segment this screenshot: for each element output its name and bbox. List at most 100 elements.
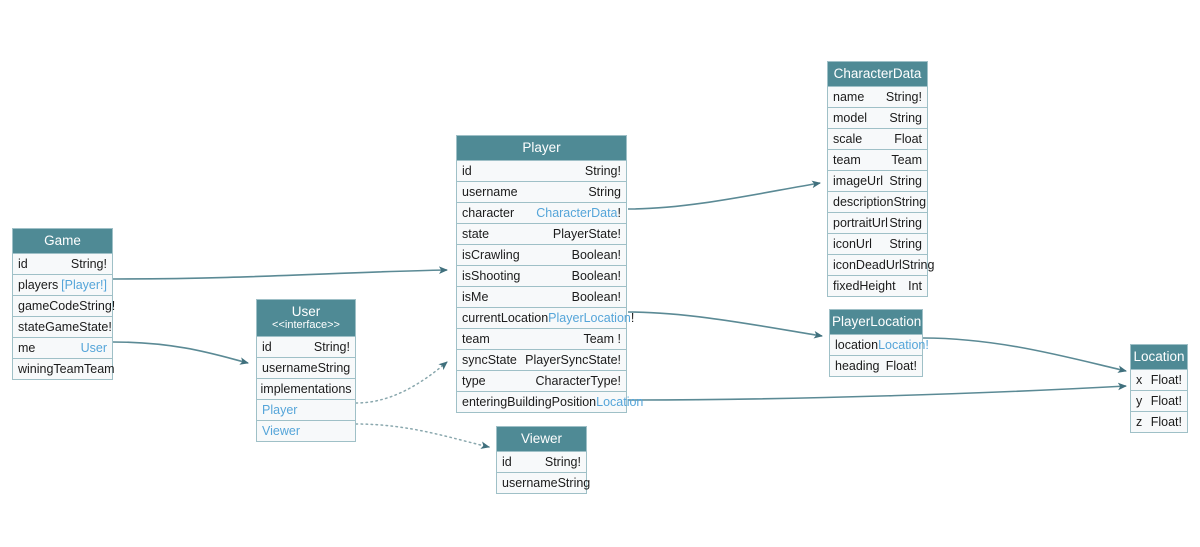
table-row[interactable]: username String — [457, 181, 626, 202]
table-row[interactable]: currentLocation PlayerLocation! — [457, 307, 634, 328]
table-row[interactable]: scale Float — [828, 128, 927, 149]
field-type: Float! — [1150, 373, 1182, 387]
entity-location[interactable]: Location x Float! y Float! z Float! — [1130, 344, 1188, 433]
table-row[interactable]: isCrawling Boolean! — [457, 244, 626, 265]
table-row[interactable]: id String! — [257, 336, 355, 357]
entity-player[interactable]: Player id String! username String charac… — [456, 135, 643, 413]
table-row[interactable]: username String — [497, 472, 590, 493]
field-name: imageUrl — [833, 174, 884, 188]
field-type: String — [557, 476, 591, 490]
table-row[interactable]: fixedHeight Int — [828, 275, 927, 296]
table-row[interactable]: id String! — [457, 160, 626, 181]
table-row[interactable]: team Team — [828, 149, 927, 170]
field-type-link[interactable]: PlayerLocation — [548, 311, 631, 325]
table-row[interactable]: y Float! — [1131, 390, 1187, 411]
field-type: Float — [894, 132, 922, 146]
table-row[interactable]: state GameState! — [13, 316, 112, 337]
entity-user-name: User — [291, 304, 321, 319]
field-name: y — [1136, 394, 1143, 408]
list-item[interactable]: Player — [257, 399, 355, 420]
field-name: portraitUrl — [833, 216, 888, 230]
entity-playerlocation[interactable]: PlayerLocation location Location! headin… — [829, 309, 929, 377]
field-type: String! — [885, 90, 922, 104]
entity-game[interactable]: Game id String! players [Player!] gameCo… — [12, 228, 116, 380]
field-name: enteringBuildingPosition — [462, 395, 597, 409]
table-row[interactable]: enteringBuildingPosition Location — [457, 391, 643, 412]
implementation-player[interactable]: Player — [262, 403, 298, 417]
table-row[interactable]: team Team ! — [457, 328, 626, 349]
entity-user[interactable]: User <<interface>> id String! username S… — [256, 299, 356, 442]
table-row[interactable]: me User — [13, 337, 112, 358]
table-row[interactable]: name String! — [828, 86, 927, 107]
entity-user-title: User <<interface>> — [257, 300, 355, 336]
field-type-link[interactable]: CharacterData — [536, 206, 618, 220]
table-row[interactable]: winingTeam Team — [13, 358, 115, 379]
field-type[interactable]: PlayerLocation! — [548, 308, 634, 328]
field-name: isShooting — [462, 269, 521, 283]
table-row[interactable]: character CharacterData! — [457, 202, 626, 223]
field-type: String — [889, 216, 922, 230]
list-item[interactable]: Viewer — [257, 420, 355, 441]
field-type-link[interactable]: [Player!] — [61, 278, 107, 292]
table-row[interactable]: imageUrl String — [828, 170, 927, 191]
field-name: iconUrl — [833, 237, 872, 251]
field-type: String! — [70, 257, 107, 271]
field-name: team — [462, 332, 490, 346]
field-name: id — [18, 257, 28, 271]
field-name: id — [262, 340, 272, 354]
entity-player-title: Player — [457, 136, 626, 160]
implementations-label: implementations — [260, 382, 352, 396]
table-row[interactable]: heading Float! — [830, 355, 922, 376]
field-type: Boolean! — [571, 248, 621, 262]
field-name: state — [18, 320, 46, 334]
entity-location-title: Location — [1131, 345, 1187, 369]
field-name: heading — [835, 359, 880, 373]
edge-game-me-to-user — [112, 341, 249, 365]
field-name: username — [502, 476, 558, 490]
table-row[interactable]: id String! — [497, 451, 586, 472]
field-type-link[interactable]: Location — [596, 395, 644, 409]
entity-viewer[interactable]: Viewer id String! username String — [496, 426, 590, 494]
table-row[interactable]: iconUrl String — [828, 233, 927, 254]
field-name: id — [502, 455, 512, 469]
field-name: team — [833, 153, 861, 167]
field-type: Float! — [1150, 415, 1182, 429]
table-row[interactable]: iconDeadUrl String — [828, 254, 934, 275]
field-type-link[interactable]: Location! — [878, 338, 929, 352]
field-name: z — [1136, 415, 1143, 429]
table-row[interactable]: portraitUrl String — [828, 212, 927, 233]
non-null-marker: ! — [617, 206, 621, 220]
table-row[interactable]: isMe Boolean! — [457, 286, 626, 307]
field-name: description — [833, 195, 894, 209]
field-type: String! — [544, 455, 581, 469]
field-type: String — [317, 361, 351, 375]
table-row[interactable]: location Location! — [830, 334, 929, 355]
field-name: me — [18, 341, 36, 355]
field-type: String! — [79, 299, 116, 313]
table-row[interactable]: isShooting Boolean! — [457, 265, 626, 286]
table-row[interactable]: description String — [828, 191, 927, 212]
table-row[interactable]: z Float! — [1131, 411, 1187, 432]
entity-user-stereotype: <<interface>> — [272, 319, 340, 331]
table-row[interactable]: state PlayerState! — [457, 223, 626, 244]
field-type: PlayerState! — [552, 227, 621, 241]
entity-characterdata[interactable]: CharacterData name String! model String … — [827, 61, 934, 297]
table-row[interactable]: username String — [257, 357, 355, 378]
table-row[interactable]: x Float! — [1131, 369, 1187, 390]
field-name: location — [835, 338, 879, 352]
table-row[interactable]: syncState PlayerSyncState! — [457, 349, 626, 370]
field-type: String — [889, 111, 922, 125]
field-type: Boolean! — [571, 290, 621, 304]
table-row[interactable]: id String! — [13, 253, 112, 274]
field-type[interactable]: CharacterData! — [536, 203, 621, 223]
entity-game-title: Game — [13, 229, 112, 253]
table-row[interactable]: gameCode String! — [13, 295, 116, 316]
field-type-link[interactable]: User — [80, 341, 107, 355]
implementation-viewer[interactable]: Viewer — [262, 424, 300, 438]
table-row[interactable]: players [Player!] — [13, 274, 112, 295]
table-row[interactable]: model String — [828, 107, 927, 128]
field-type: String — [893, 195, 927, 209]
entity-playerlocation-title: PlayerLocation — [830, 310, 922, 334]
table-row[interactable]: type CharacterType! — [457, 370, 626, 391]
field-name: state — [462, 227, 490, 241]
